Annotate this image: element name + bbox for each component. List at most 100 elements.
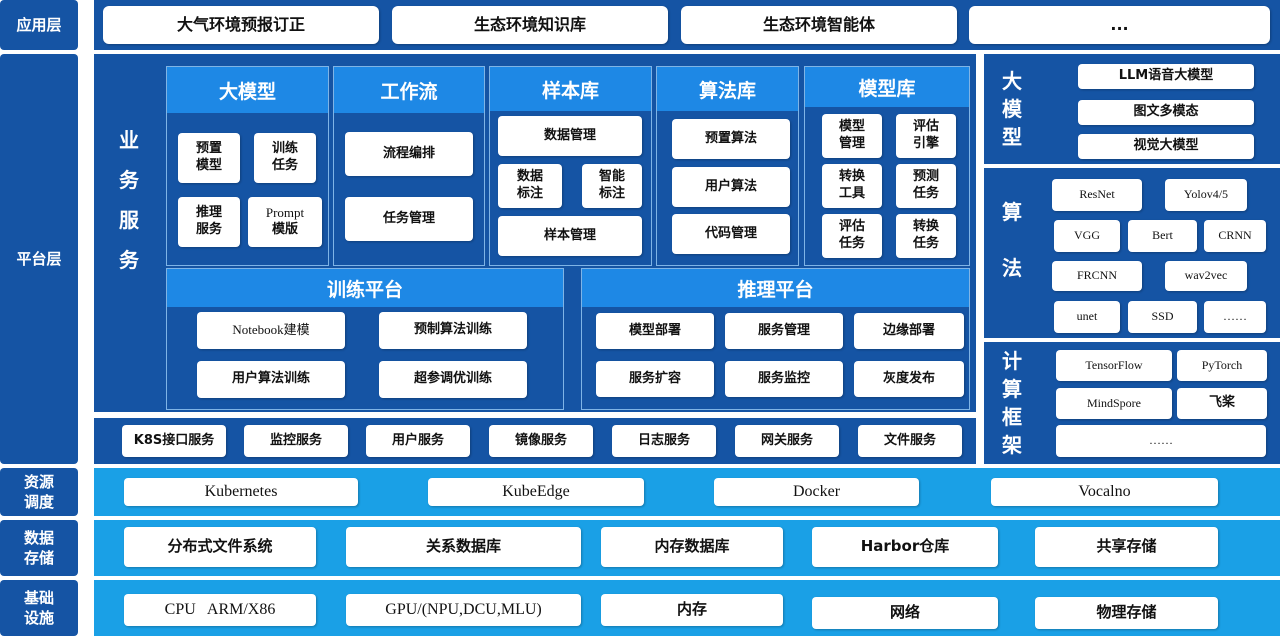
right-algorithms-title-c2: 法 xyxy=(1002,256,1022,280)
algorithm-user[interactable]: 用户算法 xyxy=(672,167,790,207)
service-log[interactable]: 日志服务 xyxy=(612,425,716,457)
inference-service-management[interactable]: 服务管理 xyxy=(725,313,843,349)
app-item-forecast[interactable]: 大气环境预报订正 xyxy=(103,6,379,44)
big-model-prompt-l1: Prompt xyxy=(265,205,305,221)
business-title-char3: 服 xyxy=(119,208,139,232)
storage-distributed-fs[interactable]: 分布式文件系统 xyxy=(124,527,316,567)
framework-tensorflow[interactable]: TensorFlow xyxy=(1056,350,1172,381)
service-monitoring[interactable]: 监控服务 xyxy=(244,425,348,457)
algo-unet[interactable]: unet xyxy=(1054,301,1120,333)
framework-mindspore[interactable]: MindSpore xyxy=(1056,388,1172,419)
app-item-agent[interactable]: 生态环境智能体 xyxy=(681,6,957,44)
right-algorithms-title: 算 法 xyxy=(992,190,1032,290)
sample-smart-labeling[interactable]: 智能标注 xyxy=(582,164,642,208)
layer-label-app-text: 应用层 xyxy=(16,15,62,34)
layer-label-infra-line1: 基础 xyxy=(23,588,54,607)
model-repo-eval-engine-l1: 评估 xyxy=(912,119,939,135)
training-platform-header: 训练平台 xyxy=(167,269,563,307)
inference-platform-header: 推理平台 xyxy=(582,269,969,307)
service-user[interactable]: 用户服务 xyxy=(366,425,470,457)
sample-smart-labeling-l2: 标注 xyxy=(598,186,625,201)
algo-frcnn[interactable]: FRCNN xyxy=(1052,261,1142,291)
algo-yolo[interactable]: Yolov4/5 xyxy=(1165,179,1247,211)
right-algorithms-title-c1: 算 xyxy=(1002,200,1022,224)
model-repo-convert-tool-l1: 转换 xyxy=(838,169,865,185)
model-repo-convert-tool-l2: 工具 xyxy=(838,186,865,201)
workflow-orchestration[interactable]: 流程编排 xyxy=(345,132,473,176)
resource-vocalno[interactable]: Vocalno xyxy=(991,478,1218,506)
training-preset-algorithm[interactable]: 预制算法训练 xyxy=(379,312,527,349)
algo-wav2vec[interactable]: wav2vec xyxy=(1165,261,1247,291)
model-repo-eval-engine[interactable]: 评估引擎 xyxy=(896,114,956,158)
sample-data-labeling-l2: 标注 xyxy=(516,186,543,201)
module-algorithm-library-header: 算法库 xyxy=(657,67,798,111)
right-frameworks-title: 计 算 框 架 xyxy=(992,348,1032,458)
resource-kubeedge[interactable]: KubeEdge xyxy=(428,478,644,506)
sample-data-labeling[interactable]: 数据标注 xyxy=(498,164,562,208)
layer-label-resource-line1: 资源 xyxy=(23,472,54,491)
workflow-task-management[interactable]: 任务管理 xyxy=(345,197,473,241)
right-big-model-title-c1: 大 xyxy=(1002,69,1022,93)
algo-ssd[interactable]: SSD xyxy=(1128,301,1197,333)
algo-crnn[interactable]: CRNN xyxy=(1204,220,1266,252)
service-gateway[interactable]: 网关服务 xyxy=(735,425,839,457)
training-notebook[interactable]: Notebook建模 xyxy=(197,312,345,349)
algo-bert[interactable]: Bert xyxy=(1128,220,1197,252)
model-repo-predict-task-l1: 预测 xyxy=(912,169,939,185)
inference-model-deploy[interactable]: 模型部署 xyxy=(596,313,714,349)
module-sample-library-header: 样本库 xyxy=(490,67,651,111)
model-repo-convert-task-l2: 任务 xyxy=(912,236,939,251)
algorithm-code-management[interactable]: 代码管理 xyxy=(672,214,790,254)
right-vision-model[interactable]: 视觉大模型 xyxy=(1078,134,1254,159)
framework-pytorch[interactable]: PyTorch xyxy=(1177,350,1267,381)
algo-vgg[interactable]: VGG xyxy=(1054,220,1120,252)
sample-data-labeling-l1: 数据 xyxy=(516,169,543,185)
model-repo-predict-task[interactable]: 预测任务 xyxy=(896,164,956,208)
training-hyperparam-tuning[interactable]: 超参调优训练 xyxy=(379,361,527,398)
model-repo-convert-task[interactable]: 转换任务 xyxy=(896,214,956,258)
inference-service-monitoring[interactable]: 服务监控 xyxy=(725,361,843,397)
layer-label-storage: 数据存储 xyxy=(0,520,78,576)
app-item-knowledge-base[interactable]: 生态环境知识库 xyxy=(392,6,668,44)
algo-resnet[interactable]: ResNet xyxy=(1052,179,1142,211)
right-frameworks-title-c1: 计 xyxy=(1002,349,1022,373)
sample-management[interactable]: 样本管理 xyxy=(498,216,642,256)
big-model-prompt-l2: 模版 xyxy=(271,222,298,237)
right-multimodal-model[interactable]: 图文多模态 xyxy=(1078,100,1254,125)
storage-shared[interactable]: 共享存储 xyxy=(1035,527,1218,567)
inference-edge-deploy[interactable]: 边缘部署 xyxy=(854,313,964,349)
inference-gray-release[interactable]: 灰度发布 xyxy=(854,361,964,397)
service-file[interactable]: 文件服务 xyxy=(858,425,962,457)
algorithm-preset[interactable]: 预置算法 xyxy=(672,119,790,159)
layer-label-platform-text: 平台层 xyxy=(16,249,62,268)
infra-cpu[interactable]: CPU ARM/X86 xyxy=(124,594,316,626)
big-model-training-task[interactable]: 训练任务 xyxy=(254,133,316,183)
storage-harbor[interactable]: Harbor仓库 xyxy=(812,527,998,567)
service-image[interactable]: 镜像服务 xyxy=(489,425,593,457)
layer-label-resource: 资源调度 xyxy=(0,468,78,516)
model-repo-eval-task[interactable]: 评估任务 xyxy=(822,214,882,258)
storage-relational-db[interactable]: 关系数据库 xyxy=(346,527,581,567)
infra-network[interactable]: 网络 xyxy=(812,597,998,629)
infra-memory[interactable]: 内存 xyxy=(601,594,783,626)
resource-docker[interactable]: Docker xyxy=(714,478,919,506)
framework-paddle[interactable]: 飞桨 xyxy=(1177,388,1267,419)
model-repo-management[interactable]: 模型管理 xyxy=(822,114,882,158)
big-model-preset[interactable]: 预置模型 xyxy=(178,133,240,183)
big-model-inference[interactable]: 推理服务 xyxy=(178,197,240,247)
framework-more[interactable]: …… xyxy=(1056,425,1266,457)
infra-gpu[interactable]: GPU/(NPU,DCU,MLU) xyxy=(346,594,581,626)
sample-data-management[interactable]: 数据管理 xyxy=(498,116,642,156)
model-repo-convert-tool[interactable]: 转换工具 xyxy=(822,164,882,208)
storage-in-memory-db[interactable]: 内存数据库 xyxy=(601,527,783,567)
infra-physical-storage[interactable]: 物理存储 xyxy=(1035,597,1218,629)
app-item-more[interactable]: ... xyxy=(969,6,1270,44)
resource-kubernetes[interactable]: Kubernetes xyxy=(124,478,358,506)
inference-service-scaling[interactable]: 服务扩容 xyxy=(596,361,714,397)
right-llm-voice-model[interactable]: LLM语音大模型 xyxy=(1078,64,1254,89)
training-user-algorithm[interactable]: 用户算法训练 xyxy=(197,361,345,398)
algo-more[interactable]: …… xyxy=(1204,301,1266,333)
big-model-training-l1: 训练 xyxy=(271,141,298,157)
service-k8s-interface[interactable]: K8S接口服务 xyxy=(122,425,226,457)
